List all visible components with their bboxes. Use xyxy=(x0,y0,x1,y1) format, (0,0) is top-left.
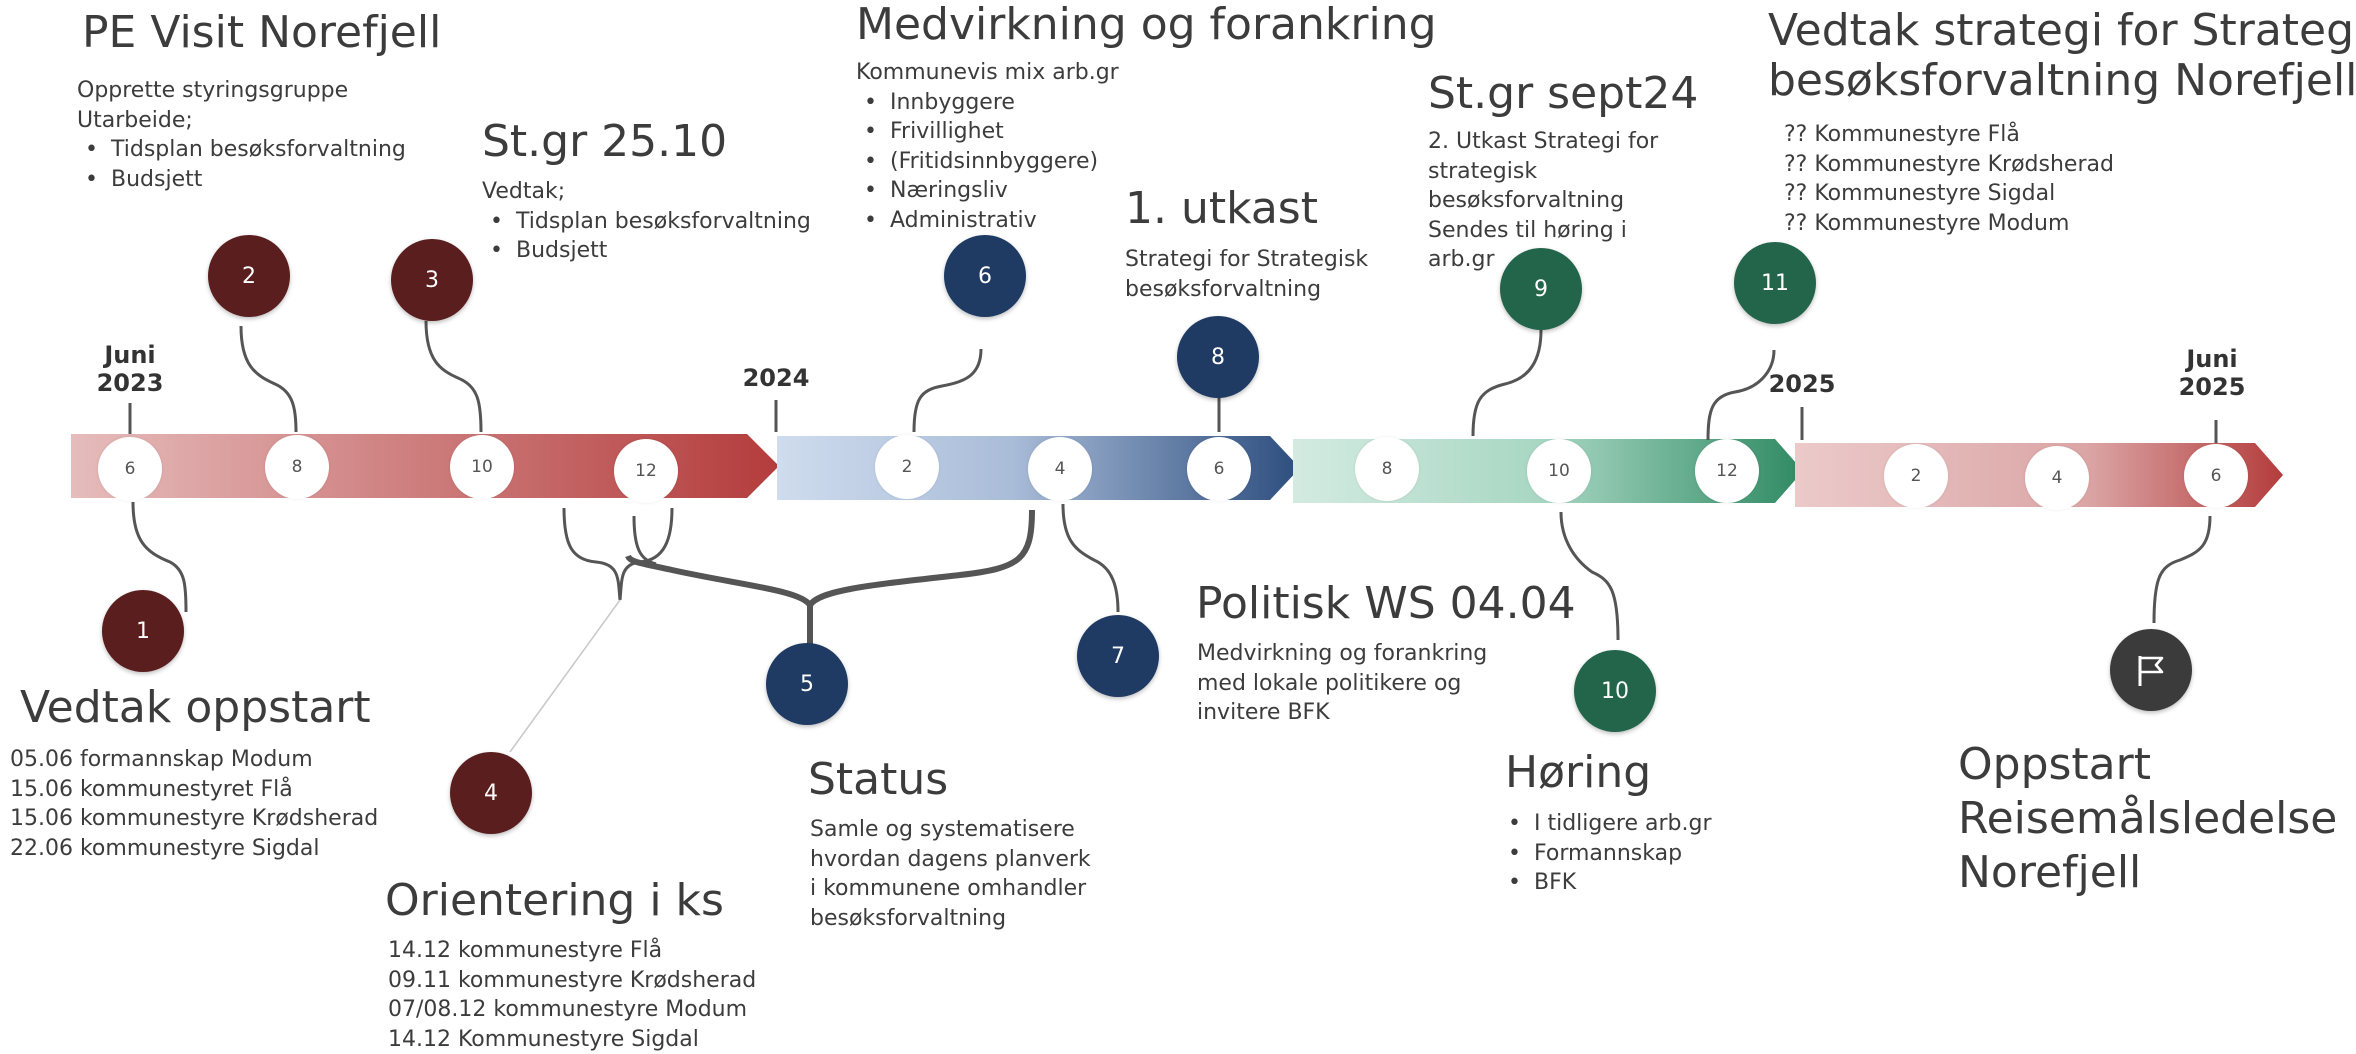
status-text: Samle og systematisere hvordan dagens pl… xyxy=(810,817,1091,931)
stgr-2510-text: Vedtak; Tidsplan besøksforvaltning Budsj… xyxy=(482,177,811,266)
month-tick: 6 xyxy=(1187,437,1251,501)
stgr-2510-title: St.gr 25.10 xyxy=(482,116,728,167)
medvirkning-text: Kommunevis mix arb.gr Innbyggere Frivill… xyxy=(856,58,1119,235)
stgr-sept24-title: St.gr sept24 xyxy=(1428,68,1699,119)
year-label-2024: 2024 xyxy=(742,364,810,392)
orientering-text: 14.12 kommunestyre Flå 09.11 kommunestyr… xyxy=(388,938,757,1052)
utkast-text: Strategi for Strategisk besøksforvaltnin… xyxy=(1125,247,1369,302)
month-tick: 2 xyxy=(875,435,939,499)
milestone-1: 1 xyxy=(102,590,184,672)
year-label-2025: 2025 xyxy=(1768,370,1836,398)
flag-milestone xyxy=(2110,629,2192,711)
politisk-ws-title: Politisk WS 04.04 xyxy=(1196,578,1576,629)
vedtak-strategi-title: Vedtak strategi for Strategisk besøksfor… xyxy=(1768,6,2356,106)
month-tick: 8 xyxy=(1355,437,1419,501)
stgr-sept24-text: 2. Utkast Strategi for strategisk besøks… xyxy=(1428,129,1659,272)
milestone-4: 4 xyxy=(450,752,532,834)
milestone-11: 11 xyxy=(1734,242,1816,324)
month-tick: 12 xyxy=(1695,439,1759,503)
oppstart-reise-title: Oppstart Reisemålsledelse Norefjell xyxy=(1958,739,2338,898)
month-tick: 6 xyxy=(2184,444,2248,508)
milestone-10: 10 xyxy=(1574,650,1656,732)
timeline-arrow-2023 xyxy=(71,434,779,498)
vedtak-oppstart-title: Vedtak oppstart xyxy=(20,682,371,733)
milestone-8: 8 xyxy=(1177,316,1259,398)
month-tick: 2 xyxy=(1884,444,1948,508)
politisk-ws-text: Medvirkning og forankring med lokale pol… xyxy=(1197,641,1488,725)
month-tick: 6 xyxy=(98,437,162,501)
month-tick: 10 xyxy=(450,435,514,499)
medvirkning-title: Medvirkning og forankring xyxy=(856,0,1437,50)
orientering-title: Orientering i ks xyxy=(385,875,724,926)
vedtak-oppstart-text: 05.06 formannskap Modum 15.06 kommunesty… xyxy=(10,747,379,861)
month-tick: 4 xyxy=(2025,446,2089,510)
month-tick: 4 xyxy=(1028,437,1092,501)
pe-visit-title: PE Visit Norefjell xyxy=(82,7,442,58)
month-tick: 10 xyxy=(1527,439,1591,503)
milestone-6: 6 xyxy=(944,235,1026,317)
flag-icon xyxy=(2138,656,2164,686)
month-tick: 8 xyxy=(265,435,329,499)
milestone-3: 3 xyxy=(391,239,473,321)
vedtak-strategi-text: ?? Kommunestyre Flå ?? Kommunestyre Krød… xyxy=(1784,122,2114,236)
status-title: Status xyxy=(808,754,949,805)
milestone-9: 9 xyxy=(1500,248,1582,330)
pe-visit-text: Opprette styringsgruppe Utarbeide; Tidsp… xyxy=(77,76,406,194)
milestone-7: 7 xyxy=(1077,615,1159,697)
horing-text: I tidligere arb.gr Formannskap BFK xyxy=(1500,809,1712,898)
milestone-2: 2 xyxy=(208,235,290,317)
horing-title: Høring xyxy=(1505,747,1652,798)
month-tick: 12 xyxy=(614,439,678,503)
milestone-5: 5 xyxy=(766,643,848,725)
utkast-title: 1. utkast xyxy=(1125,183,1318,234)
